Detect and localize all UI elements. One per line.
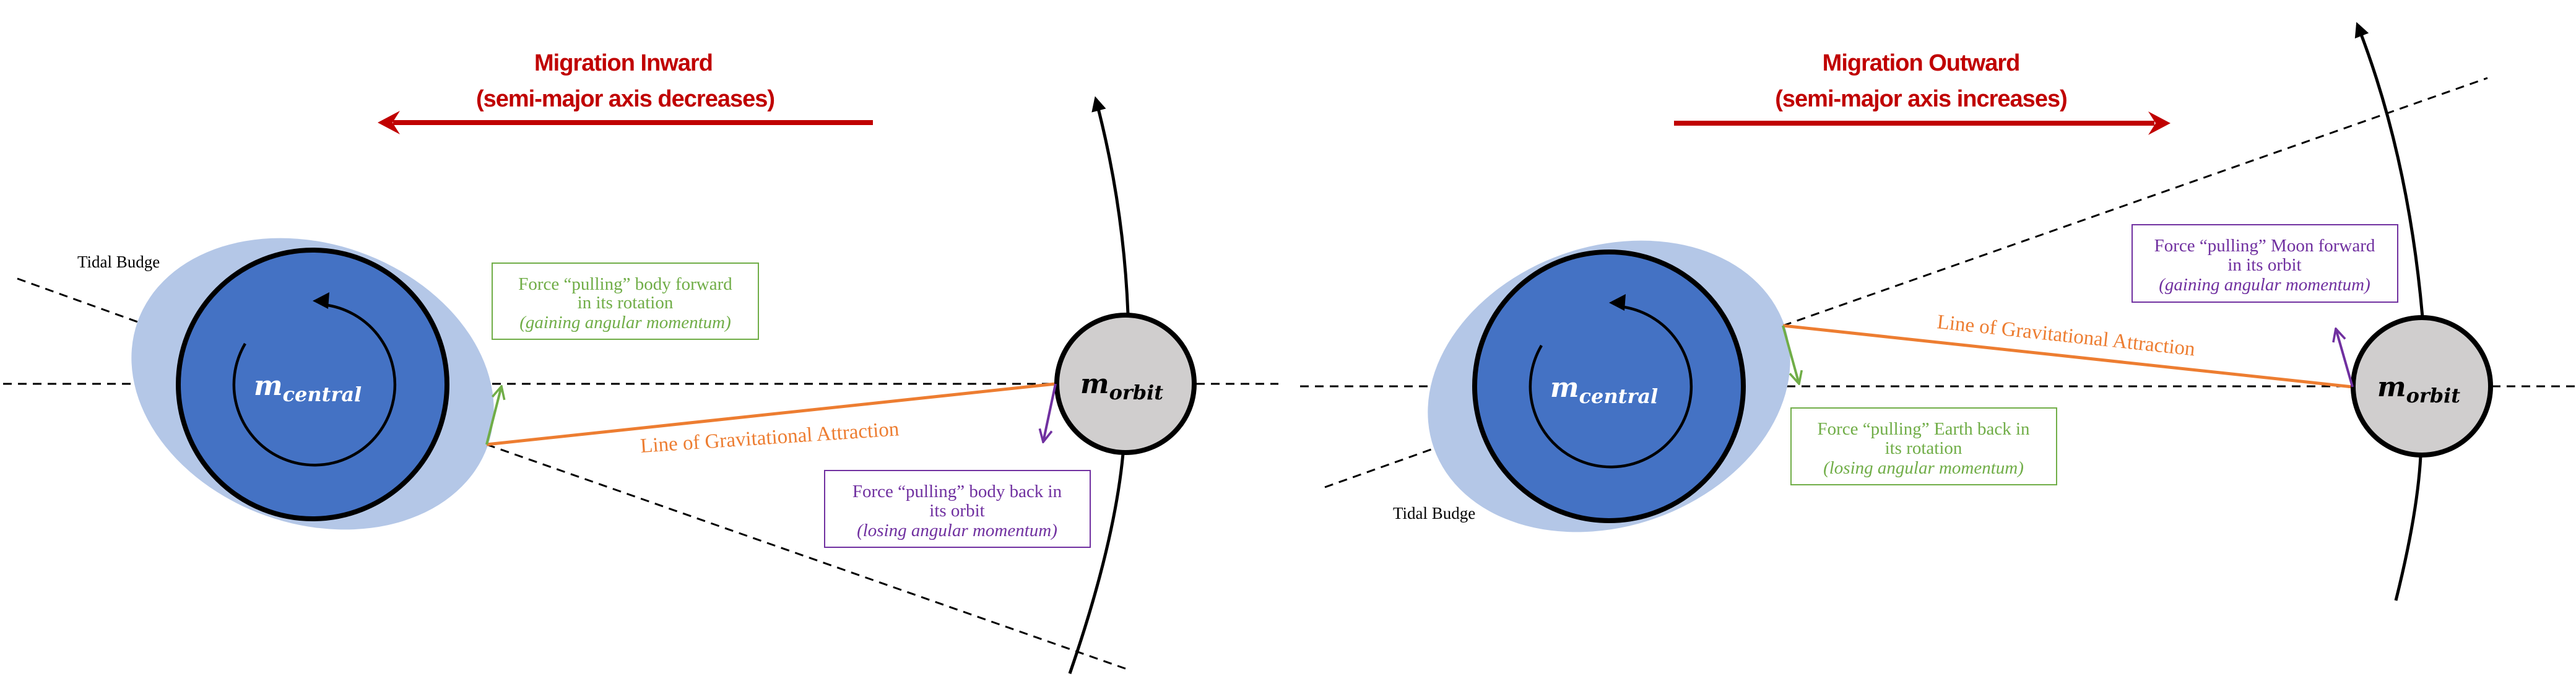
right-panel: Migration Outward (semi-major axis incre… bbox=[1300, 22, 2576, 601]
right-orbit-force-box: Force “pulling” Moon forward in its orbi… bbox=[2131, 224, 2398, 303]
arrow-right-icon bbox=[2148, 111, 2171, 135]
migration-inward-arrow bbox=[378, 111, 873, 134]
left-rotation-box-line3: (gaining angular momentum) bbox=[519, 313, 731, 332]
right-tidal-bulge-label: Tidal Budge bbox=[1393, 504, 1475, 523]
right-gravity-line bbox=[1782, 324, 2353, 389]
left-central-body bbox=[176, 248, 449, 521]
right-rotation-box-line1: Force “pulling” Earth back in bbox=[1817, 419, 2030, 439]
left-tidal-bulge-label: Tidal Budge bbox=[77, 253, 160, 271]
right-rotation-force-box: Force “pulling” Earth back in its rotati… bbox=[1790, 407, 2057, 485]
right-orbit-box-line1: Force “pulling” Moon forward bbox=[2154, 236, 2375, 256]
left-orbiting-body bbox=[1054, 313, 1197, 455]
right-rotation-box-line2: its rotation bbox=[1885, 438, 1962, 458]
left-orbit-path-upper bbox=[1091, 96, 1130, 314]
right-orbit-box-line3: (gaining angular momentum) bbox=[2159, 275, 2370, 295]
left-bulge-axis-upper bbox=[17, 277, 142, 324]
right-orbit-path-upper bbox=[2354, 22, 2424, 318]
right-orbit-mass-label: morbit bbox=[2377, 371, 2460, 407]
left-orbit-mass-label: morbit bbox=[1080, 368, 1163, 404]
left-orbit-force-arrow bbox=[1043, 383, 1057, 442]
left-panel: Migration Inward (semi-major axis decrea… bbox=[3, 50, 1278, 674]
left-rotation-box-line1: Force “pulling” body forward bbox=[518, 274, 732, 294]
right-rotation-box-line3: (losing angular momentum) bbox=[1823, 458, 2024, 478]
left-central-mass-label: mcentral bbox=[254, 370, 362, 406]
right-rotation-force-arrow bbox=[1782, 325, 1799, 384]
right-central-body bbox=[1472, 249, 1746, 523]
right-title-line2: (semi-major axis increases) bbox=[1775, 86, 2067, 112]
right-title-line1: Migration Outward bbox=[1823, 50, 2020, 76]
right-bulge-axis-lower bbox=[1324, 446, 1439, 488]
left-rotation-force-arrow bbox=[485, 386, 501, 445]
migration-outward-arrow bbox=[1674, 111, 2171, 135]
rotation-arrow-icon bbox=[313, 292, 329, 309]
right-orbit-force-arrow bbox=[2336, 329, 2354, 388]
left-gravity-line bbox=[486, 382, 1056, 446]
right-rotation-path bbox=[1529, 305, 1693, 469]
right-orbit-path-lower bbox=[2394, 456, 2422, 601]
rotation-arrow-icon bbox=[1609, 294, 1626, 311]
left-title-line2: (semi-major axis decreases) bbox=[476, 86, 774, 112]
left-rotation-path bbox=[232, 303, 397, 467]
left-rotation-force-box: Force “pulling” body forward in its rota… bbox=[492, 262, 759, 340]
arrow-left-icon bbox=[378, 111, 400, 134]
left-rotation-box-line2: in its rotation bbox=[578, 293, 674, 313]
left-orbit-box-line3: (losing angular momentum) bbox=[857, 521, 1057, 540]
right-central-mass-label: mcentral bbox=[1550, 372, 1658, 408]
right-orbit-box-line2: in its orbit bbox=[2227, 255, 2301, 275]
left-orbit-force-box: Force “pulling” body back in its orbit (… bbox=[824, 470, 1091, 548]
right-bulge-axis-upper bbox=[1782, 77, 2488, 327]
left-orbit-path-lower bbox=[1068, 453, 1125, 674]
left-title-line1: Migration Inward bbox=[534, 50, 713, 76]
right-gravity-line-label: Line of Gravitational Attraction bbox=[1936, 311, 2196, 360]
left-orbit-box-line1: Force “pulling” body back in bbox=[852, 482, 1062, 501]
left-orbit-box-line2: its orbit bbox=[929, 501, 984, 521]
